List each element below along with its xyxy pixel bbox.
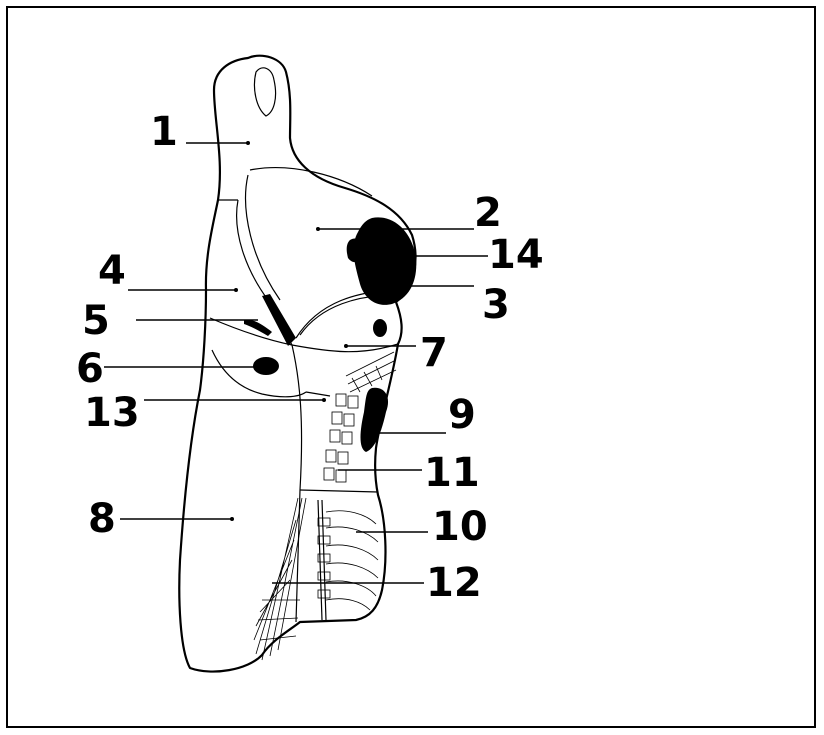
- label-9: 9: [448, 392, 476, 438]
- label-13: 13: [84, 390, 140, 436]
- shaded-regions: [244, 217, 416, 452]
- label-2: 2: [474, 190, 502, 236]
- label-11: 11: [424, 450, 480, 496]
- label-12: 12: [426, 560, 482, 606]
- label-7: 7: [420, 330, 448, 376]
- carcass-outline: [179, 56, 415, 672]
- label-3: 3: [482, 282, 510, 328]
- label-4: 4: [98, 248, 126, 294]
- label-1: 1: [150, 109, 178, 155]
- label-14: 14: [488, 232, 544, 278]
- label-6: 6: [76, 346, 104, 392]
- label-5: 5: [82, 298, 110, 344]
- label-8: 8: [88, 496, 116, 542]
- label-10: 10: [432, 504, 488, 550]
- number-labels: 1 2 3 4 5 6 7 8 9 10 11 12 13 14: [76, 109, 544, 606]
